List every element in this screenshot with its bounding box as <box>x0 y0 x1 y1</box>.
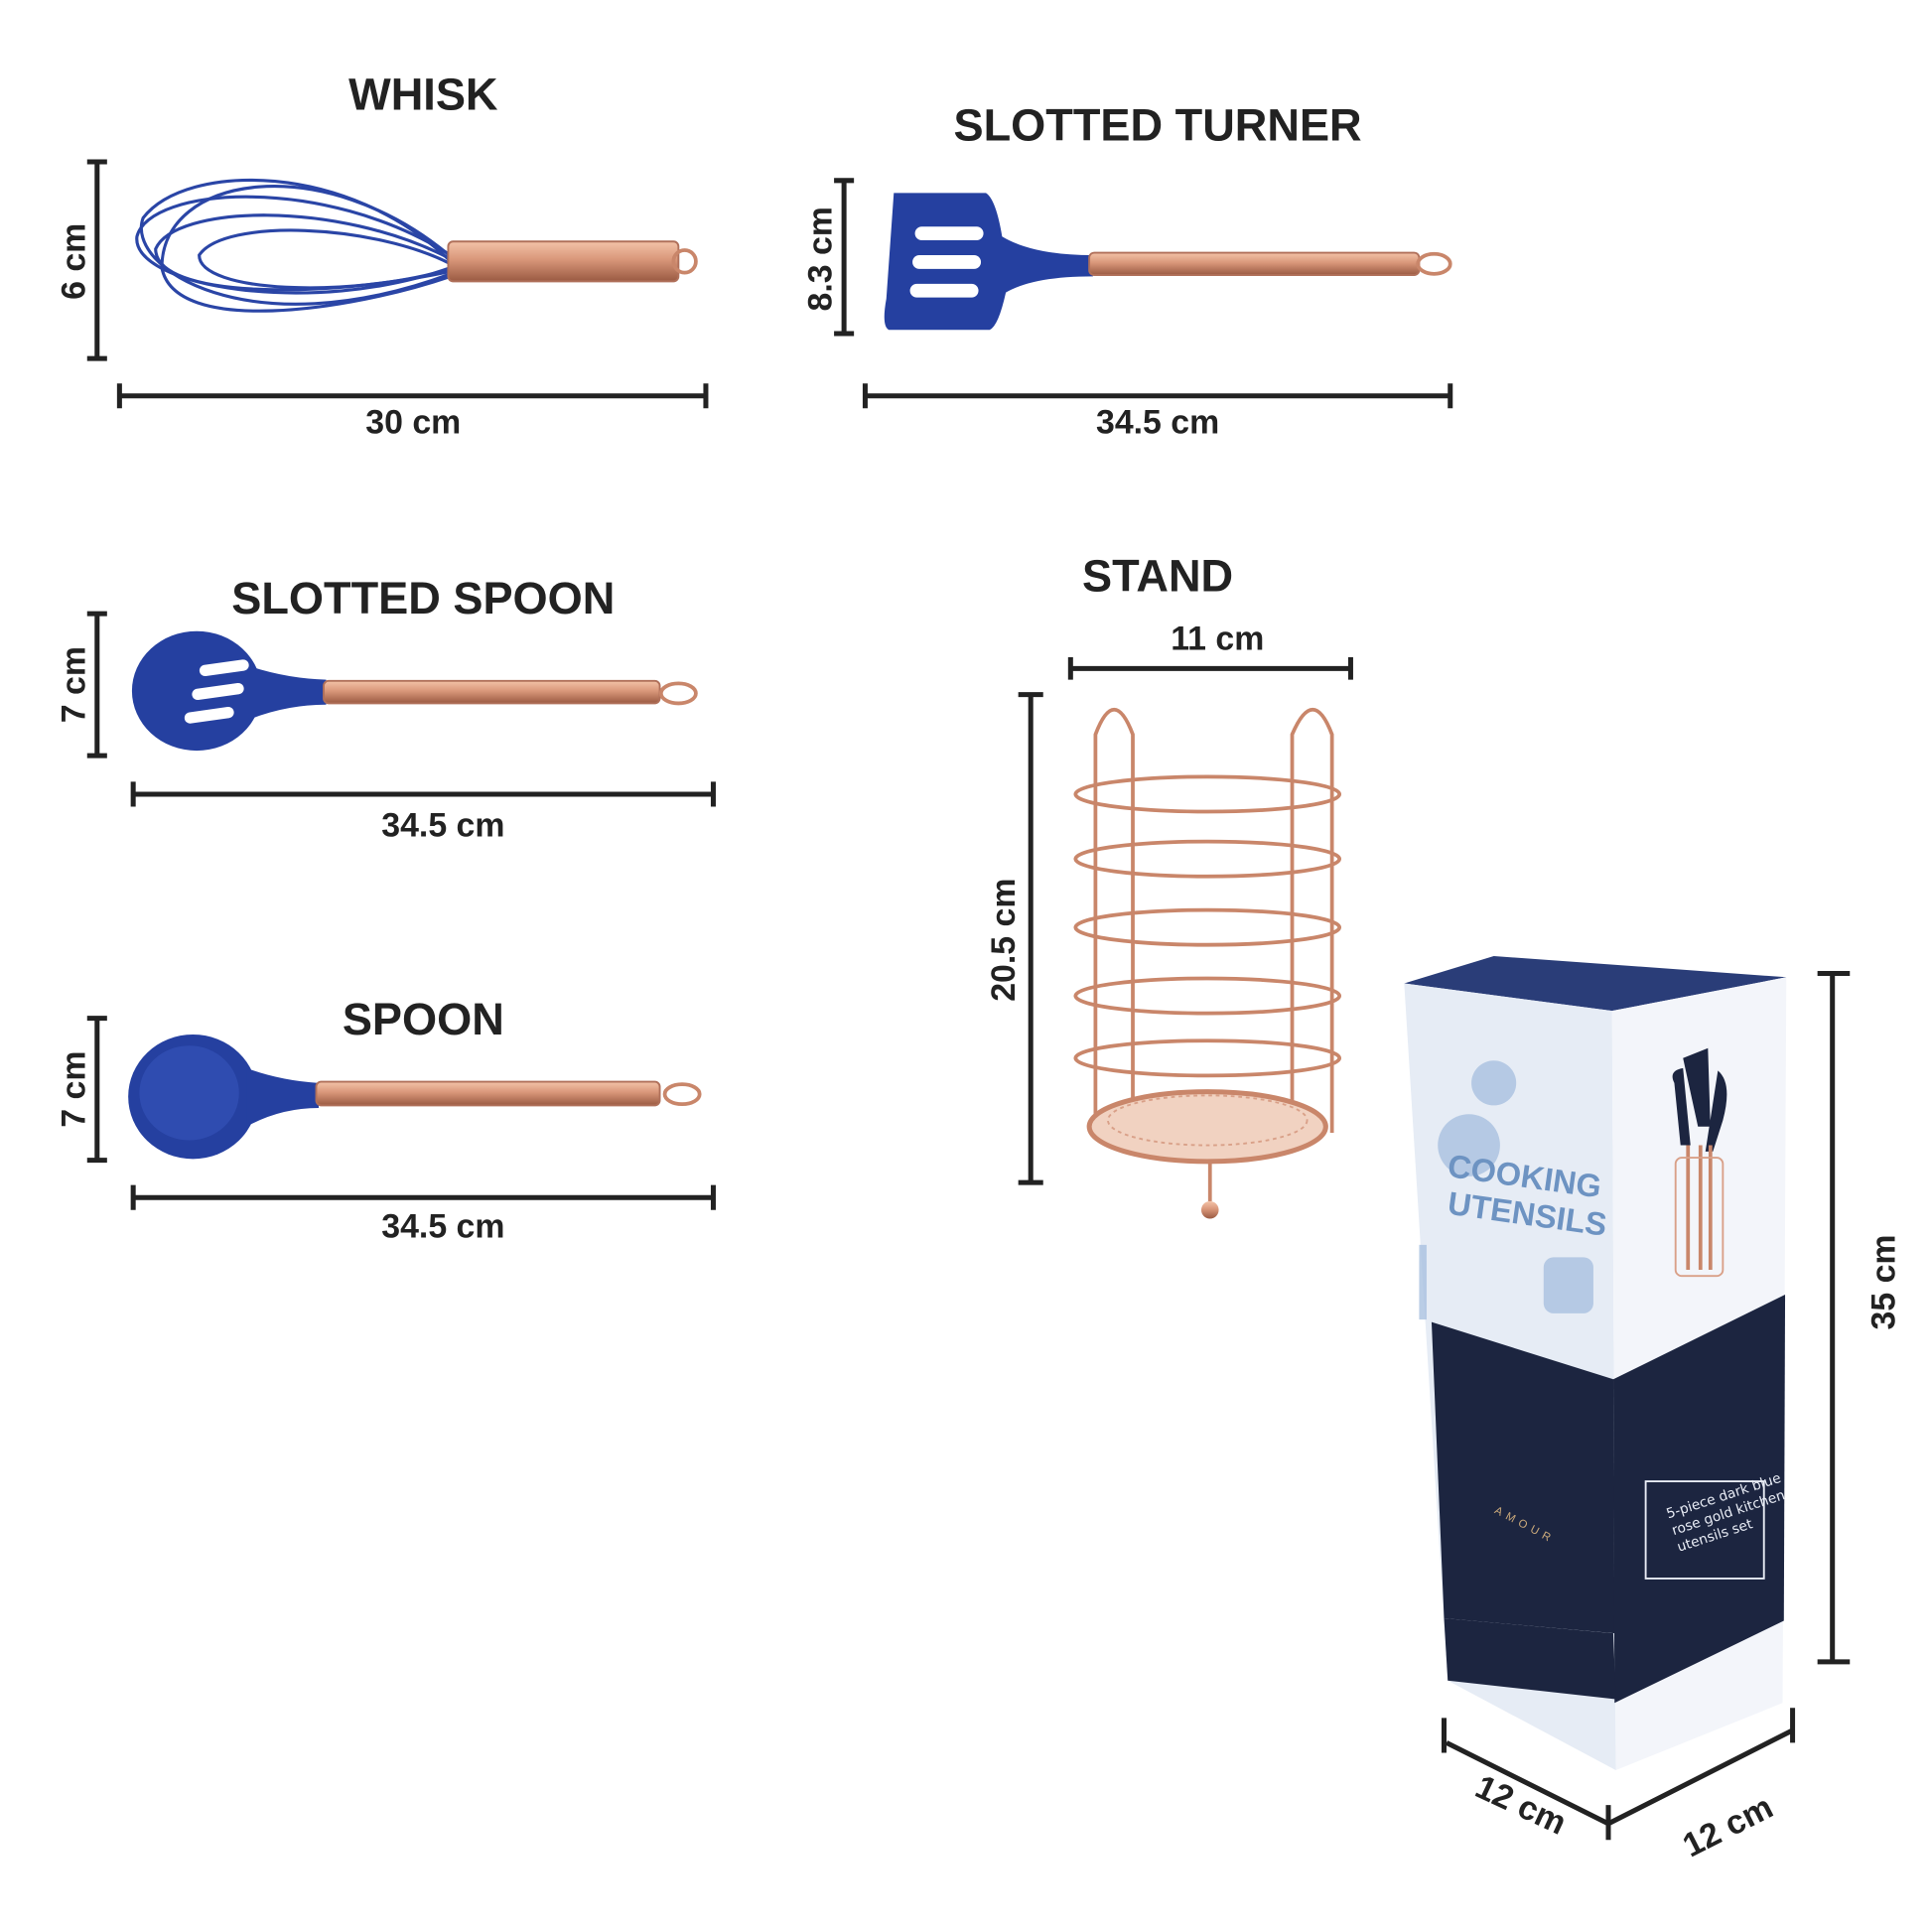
turner-length-label: 34.5 cm <box>1096 403 1219 441</box>
spoon-image <box>128 1034 702 1160</box>
slotted-turner-title: SLOTTED TURNER <box>954 100 1362 151</box>
spoon-height-label: 7 cm <box>55 1051 92 1128</box>
spoon-length-label: 34.5 cm <box>381 1207 504 1245</box>
whisk-length-dimension: 30 cm <box>116 383 709 441</box>
slotted-turner-image <box>884 193 1452 331</box>
spoon-title: SPOON <box>343 994 504 1044</box>
box-height-label: 35 cm <box>1864 1234 1902 1329</box>
stand-height-label: 20.5 cm <box>985 879 1023 1002</box>
slotted-spoon-length-dimension: 34.5 cm <box>130 781 716 845</box>
stand-title: STAND <box>1082 551 1233 602</box>
whisk-height-dimension: 6 cm <box>55 159 107 361</box>
stand-section: STAND 11 cm 20.5 cm <box>985 551 1353 1219</box>
slotted-spoon-height-label: 7 cm <box>55 646 92 723</box>
stand-width-dimension: 11 cm <box>1067 621 1353 680</box>
slotted-spoon-title: SLOTTED SPOON <box>231 573 615 623</box>
box-stand-picture <box>1672 1047 1727 1278</box>
spoon-height-dimension: 7 cm <box>55 1016 107 1164</box>
turner-height-label: 8.3 cm <box>802 207 840 311</box>
box-section: COOKING UTENSILS AMOUR 5-piece dark blue… <box>1404 955 1902 1864</box>
whisk-length-label: 30 cm <box>365 403 461 441</box>
stand-height-dimension: 20.5 cm <box>985 692 1043 1185</box>
slotted-turner-section: SLOTTED TURNER 8.3 cm 34.5 cm <box>802 100 1453 441</box>
whisk-image <box>135 178 698 313</box>
turner-length-dimension: 34.5 cm <box>862 383 1453 441</box>
spoon-length-dimension: 34.5 cm <box>130 1184 716 1245</box>
stand-width-label: 11 cm <box>1171 621 1264 658</box>
whisk-title: WHISK <box>348 69 498 119</box>
slotted-spoon-section: SLOTTED SPOON 7 cm 34.5 cm <box>55 573 716 845</box>
spoon-section: SPOON 7 cm 34.5 cm <box>55 994 716 1245</box>
whisk-height-label: 6 cm <box>55 223 92 300</box>
box-image: COOKING UTENSILS AMOUR 5-piece dark blue… <box>1404 955 1787 1770</box>
turner-height-dimension: 8.3 cm <box>802 178 855 337</box>
slotted-spoon-image <box>131 630 698 752</box>
slotted-spoon-height-dimension: 7 cm <box>55 611 107 759</box>
whisk-section: WHISK 6 cm 30 cm <box>55 69 709 441</box>
box-depth-label: 12 cm <box>1677 1788 1779 1864</box>
stand-image <box>1073 707 1342 1219</box>
box-height-dimension: 35 cm <box>1817 971 1902 1665</box>
slotted-spoon-length-label: 34.5 cm <box>381 807 504 845</box>
